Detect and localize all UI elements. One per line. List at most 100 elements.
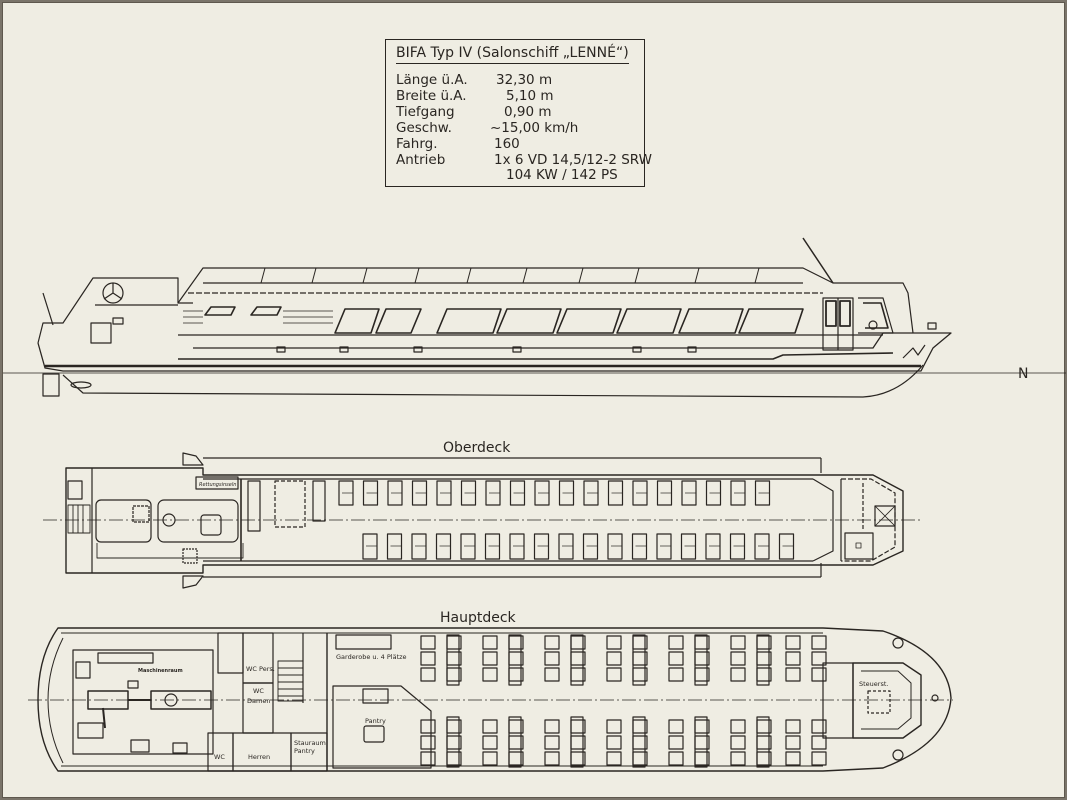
chair (544, 751, 560, 766)
bench-seat (754, 533, 770, 560)
chair (730, 751, 746, 766)
bench (247, 480, 261, 532)
funnel (162, 513, 176, 527)
pantry-counter (362, 688, 389, 704)
chair (756, 667, 772, 682)
chair (694, 635, 710, 650)
stern-locker (67, 480, 83, 500)
bench-seat (484, 533, 501, 560)
chair (544, 735, 560, 750)
hauptdeck-seats-top (420, 634, 827, 686)
stairs (277, 660, 304, 702)
side-profile: N (3, 237, 1066, 398)
control-panel (127, 680, 139, 689)
chair (694, 651, 710, 666)
louvres (183, 310, 333, 324)
chair (482, 719, 498, 734)
gents-room (232, 732, 292, 772)
bench-seat (533, 533, 550, 560)
chair (785, 751, 801, 766)
wc-staff-label: WC Pers. (246, 665, 275, 673)
spec-value: 1x 6 VD 14,5/12-2 SRW (494, 152, 652, 168)
pump (130, 739, 150, 753)
table (694, 716, 708, 768)
chair (446, 651, 462, 666)
bench-seat (435, 533, 452, 560)
chair (446, 635, 462, 650)
wc-gents-cubicle (207, 732, 234, 772)
cloakroom-rack (335, 634, 392, 650)
chair (544, 635, 560, 650)
bench-seat (680, 533, 697, 560)
saloon-windows (204, 306, 804, 334)
anchor-winch (931, 694, 939, 702)
stern-vent (112, 317, 124, 325)
wheelhouse-profile (822, 297, 937, 351)
liferaft-label: Rettungsinseln (199, 482, 236, 488)
spec-label: Geschw. (396, 120, 452, 136)
chair (668, 651, 684, 666)
chair (668, 667, 684, 682)
chair (694, 751, 710, 766)
stern-hatch (90, 322, 112, 344)
cloakroom-label: Garderobe u. 4 Plätze (336, 653, 407, 661)
chair (811, 635, 827, 650)
chair (606, 651, 622, 666)
chair (482, 735, 498, 750)
hull (37, 332, 952, 372)
spec-label: Fahrg. (396, 136, 438, 152)
spec-label: Antrieb (396, 152, 446, 168)
bow-bench (812, 478, 834, 562)
bench-seat (656, 533, 672, 560)
bow-anchor (902, 344, 926, 359)
oberdeck-plan: Oberdeck (43, 440, 923, 589)
chair (606, 735, 622, 750)
oberdeck-outline (65, 467, 904, 574)
pantry (332, 685, 432, 769)
chair (570, 667, 586, 682)
engine-hatch (95, 499, 152, 543)
chair (482, 751, 498, 766)
chair (446, 719, 462, 734)
chair (756, 751, 772, 766)
wc-ladies-label: WC (253, 687, 264, 695)
table (570, 716, 584, 768)
hauptdeck-seats-bottom (420, 716, 827, 768)
bench-seat (460, 533, 476, 560)
chair (508, 651, 524, 666)
chair (811, 719, 827, 734)
oberdeck-seats-bottom (362, 533, 795, 560)
wc-staff (242, 632, 274, 684)
chair (730, 667, 746, 682)
rubbing-strake (178, 352, 894, 360)
bench-seat (705, 533, 721, 560)
chair (756, 735, 772, 750)
chair (668, 735, 684, 750)
oberdeck-title: Oberdeck (443, 440, 511, 456)
chair (785, 635, 801, 650)
stern-deck (37, 277, 193, 344)
spec-value: 5,10 m (506, 88, 554, 104)
waterline-label: N (1018, 366, 1028, 382)
chair (811, 751, 827, 766)
chair (570, 635, 586, 650)
pantry-label: Pantry (365, 717, 386, 725)
chair (508, 735, 524, 750)
spec-table: BIFA Typ IV (Salonschiff „LENNÉ“) Länge … (385, 39, 652, 187)
table (446, 634, 460, 686)
spec-value: 160 (494, 136, 520, 152)
chair (606, 635, 622, 650)
chair (420, 635, 436, 650)
chair (606, 667, 622, 682)
engine-room-label: Maschinenraum (138, 668, 183, 674)
chair (730, 635, 746, 650)
chair (668, 719, 684, 734)
engine-ladder (75, 661, 91, 679)
chair (694, 735, 710, 750)
chair (756, 635, 772, 650)
oberdeck-seats-top (338, 480, 771, 506)
hauptdeck-outline (37, 627, 952, 772)
pump (172, 742, 188, 754)
bench-seat (509, 533, 525, 560)
bench-seat (411, 533, 427, 560)
